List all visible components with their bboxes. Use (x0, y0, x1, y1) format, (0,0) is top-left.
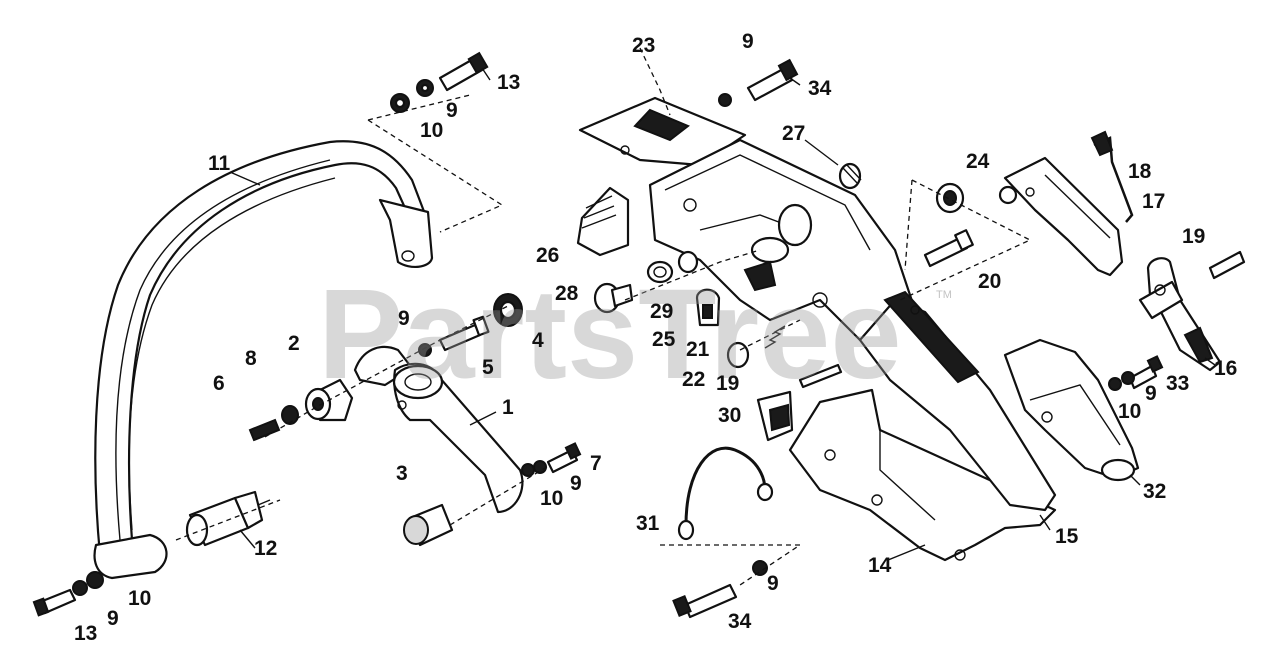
callout-6: 6 (213, 372, 225, 395)
bushing (677, 250, 699, 274)
callout-13: 13 (74, 622, 97, 645)
chain-brake-lever-16 (1138, 257, 1222, 372)
callout-25: 25 (652, 328, 676, 351)
washer-9-right (1121, 371, 1135, 385)
chain-catcher-32 (1003, 338, 1140, 482)
callout-28: 28 (555, 282, 579, 305)
bolt-13-top (438, 51, 489, 92)
callout-20: 20 (978, 270, 1001, 293)
callout-3: 3 (396, 462, 408, 485)
cap-4 (493, 293, 523, 327)
callout-23: 23 (632, 34, 655, 57)
callout-16: 16 (1214, 357, 1237, 380)
callout-labels: 13 9 10 11 9 2 8 6 5 4 1 3 7 9 10 12 10 … (74, 30, 1237, 645)
bolt-13-bottom (32, 588, 77, 617)
callout-1: 1 (502, 396, 514, 419)
callout-19: 19 (1182, 225, 1205, 248)
callout-13: 13 (497, 71, 520, 94)
callout-9: 9 (570, 472, 582, 495)
callout-14: 14 (868, 554, 892, 577)
callout-26: 26 (536, 244, 559, 267)
brake-lever-17 (998, 156, 1124, 277)
callout-27: 27 (782, 122, 805, 145)
callout-5: 5 (482, 356, 494, 379)
callout-7: 7 (590, 452, 602, 475)
callout-9: 9 (446, 99, 458, 122)
watermark-text: PartsTree (318, 263, 902, 406)
filter-guard-27 (838, 162, 862, 190)
damper-3 (403, 503, 454, 547)
callout-22: 22 (682, 368, 705, 391)
knob-28 (593, 282, 634, 314)
ground-wire-31 (677, 446, 774, 541)
spring-18 (1090, 130, 1134, 223)
callout-34: 34 (728, 610, 752, 633)
washer-9-bottom-center (752, 560, 768, 576)
washer-10-right (1108, 377, 1122, 391)
throttle-lock-26 (576, 186, 630, 257)
spring-21 (764, 325, 786, 349)
callout-9: 9 (398, 307, 410, 330)
callout-30: 30 (718, 404, 741, 427)
spring-clip-30 (756, 390, 794, 442)
callout-9: 9 (107, 607, 119, 630)
washer-10-mid (521, 463, 535, 477)
callout-21: 21 (686, 338, 710, 361)
bolt-34-top (746, 58, 799, 102)
main-housing (648, 138, 917, 342)
nut-9-bottom (72, 580, 88, 596)
screw-5 (438, 315, 490, 352)
watermark-trademark: TM (936, 289, 952, 301)
washer-9-top-center (718, 93, 732, 107)
callout-24: 24 (966, 150, 990, 173)
callout-10: 10 (128, 587, 151, 610)
callout-2: 2 (288, 332, 300, 355)
pin-19-mid (798, 363, 843, 389)
callout-9: 9 (767, 572, 779, 595)
callout-11: 11 (208, 152, 231, 175)
cap-24 (935, 182, 965, 214)
washer-9-left (418, 343, 432, 357)
callout-10: 10 (1118, 400, 1141, 423)
callout-31: 31 (636, 512, 660, 535)
callout-4: 4 (532, 329, 544, 352)
rear-handle-bracket-1 (353, 345, 524, 514)
callout-32: 32 (1143, 480, 1166, 503)
callout-18: 18 (1128, 160, 1152, 183)
bolt-34-bottom (672, 583, 738, 619)
bolt-20 (923, 229, 974, 268)
vibration-damper-2 (304, 378, 354, 422)
clip-25 (695, 288, 721, 327)
front-handle-bar (93, 140, 434, 580)
screw-6 (248, 418, 281, 442)
guide-15 (858, 290, 1057, 512)
callout-33: 33 (1166, 372, 1189, 395)
callout-8: 8 (245, 347, 257, 370)
washer-10-bottom (86, 571, 104, 589)
callout-10: 10 (540, 487, 563, 510)
callout-9: 9 (742, 30, 754, 53)
callout-34: 34 (808, 77, 832, 100)
callout-29: 29 (650, 300, 673, 323)
callout-12: 12 (254, 537, 277, 560)
callout-9: 9 (1145, 382, 1157, 405)
callout-15: 15 (1055, 525, 1079, 548)
screw-7 (546, 442, 582, 474)
callout-17: 17 (1142, 190, 1165, 213)
callout-10: 10 (420, 119, 443, 142)
spring-8 (281, 405, 299, 425)
handle-cover-23 (578, 96, 747, 167)
callout-pointers (229, 67, 1216, 561)
washer-9-mid (533, 460, 547, 474)
pin-19-right (1208, 250, 1246, 280)
assembly-leader-lines (175, 47, 1032, 586)
handle-mount-12 (185, 490, 271, 547)
callout-19: 19 (716, 372, 739, 395)
screw-33 (1128, 355, 1164, 390)
spring-29 (646, 260, 674, 284)
chain-brake-housing-14 (788, 388, 1057, 562)
